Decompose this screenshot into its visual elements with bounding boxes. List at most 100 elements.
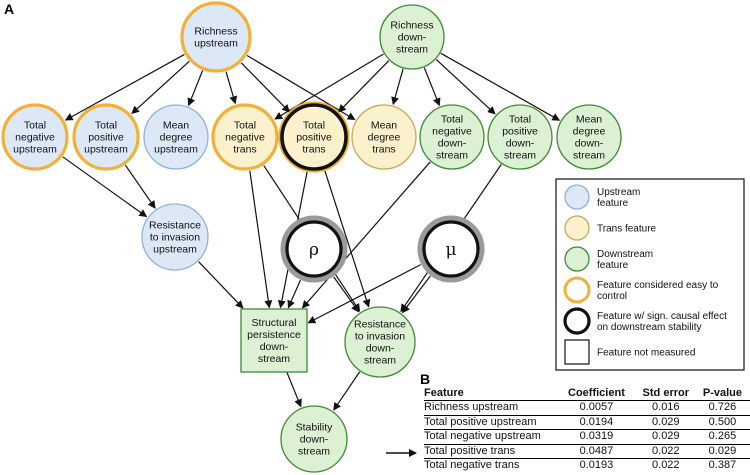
legend-label-line: control (597, 291, 627, 302)
node-label-line: upstream (13, 144, 57, 156)
legend-swatch (564, 339, 590, 365)
node-shape (240, 308, 308, 373)
legend-swatch (564, 246, 590, 272)
node-label-line: stream (573, 150, 605, 162)
node-label-line: negative (432, 126, 472, 138)
legend-label-line: Downstream (597, 249, 653, 260)
node-shape (379, 4, 445, 70)
edge-resist-down-to-stability-down (333, 371, 361, 411)
edge-total-neg-down-to-struct-persist (301, 161, 431, 309)
node-shape (180, 1, 252, 73)
nodes: RichnessupstreamRichnessdown-streamTotal… (1, 1, 622, 473)
node-label-line: stream (396, 44, 428, 56)
edge-richness-down-to-total-pos-down (435, 59, 496, 115)
edge-total-neg-trans-to-struct-persist (249, 170, 273, 309)
node-label-line: Total (234, 120, 256, 132)
node-label-line: down- (300, 434, 329, 446)
cell-coefficient: 0.0193 (579, 459, 614, 471)
node-label-line: stream (298, 446, 330, 458)
cell-std-error: 0.029 (636, 415, 701, 430)
table-row: Richness upstream 0.0057 0.016 0.726 (424, 400, 750, 416)
node-label-line: stream (364, 355, 396, 367)
legend-trans: Trans feature (564, 215, 657, 241)
node-label-line: Mean (371, 120, 397, 132)
node-label-line: Total (24, 120, 46, 132)
edge-richness-down-to-mean-deg-trans (391, 68, 404, 106)
cell-feature: Richness upstream (424, 400, 563, 416)
edge-mu-to-resist-down (401, 275, 431, 314)
cell-feature: Total negative trans (424, 459, 520, 471)
causal-ring (422, 220, 480, 278)
node-shape (141, 203, 209, 271)
edge-resist-up-to-struct-persist (198, 261, 244, 309)
cell-p-value: 0.387 (708, 459, 737, 471)
cell-coefficient: 0.0487 (562, 444, 637, 459)
legend-box (555, 178, 745, 371)
node-label-line: Total (509, 114, 531, 126)
node-label-line: stream (258, 353, 290, 365)
node-shape (280, 215, 348, 283)
cell-std-error: 0.016 (636, 400, 701, 416)
node-label-line: upstream (154, 144, 198, 156)
edge-richness-up-to-total-pos-trans (240, 62, 290, 113)
node-shape (556, 104, 622, 170)
legend-swatch (563, 307, 591, 335)
node-label-line: Richness (194, 26, 237, 38)
table-row: Total negative trans 0.0193 0.022 0.387 (424, 459, 750, 473)
cell-std-error: 0.022 (636, 444, 701, 459)
header-p-value: P-value (700, 386, 750, 401)
node-label-line: negative (15, 132, 55, 144)
cell-coefficient: 0.0194 (562, 415, 637, 430)
edge-struct-persist-to-stability-down (286, 372, 302, 408)
node-label-line: positive (296, 132, 332, 144)
node-label-line: stream (436, 150, 468, 162)
cell-feature: Total negative upstream (424, 429, 563, 445)
legend-not-measured: Feature not measured (564, 339, 695, 365)
regression-table: Feature Coefficient Std error P-value Ri… (424, 386, 750, 473)
edge-richness-up-to-mean-deg-trans (246, 54, 356, 121)
node-label-line: to invasion (355, 331, 405, 343)
legend-swatch (564, 184, 590, 210)
node-shape (351, 104, 417, 170)
legend-label-line: feature (597, 198, 629, 209)
edge-mu-to-struct-persist (307, 264, 422, 324)
node-label-line: degree (368, 132, 401, 144)
table-row: Total positive upstream 0.0194 0.029 0.5… (424, 415, 750, 430)
node-label-line: negative (225, 132, 265, 144)
node-label-line: down- (366, 343, 395, 355)
node-label-line: down- (575, 138, 604, 150)
node-shape (143, 104, 209, 170)
node-label-line: Richness (390, 20, 433, 32)
node-label-line: Total (303, 120, 325, 132)
node-label-line: Total (95, 120, 117, 132)
cell-p-value: 0.265 (700, 429, 750, 445)
node-label-line: upstream (84, 144, 128, 156)
legend-label-line: Trans feature (597, 224, 657, 235)
cell-feature: Total positive trans (424, 444, 563, 459)
edge-rho-to-resist-down (333, 276, 360, 313)
node-label-line: positive (88, 132, 124, 144)
node-label-line: Mean (576, 114, 602, 126)
legend-label-line: Feature w/ sign. causal effect (597, 311, 727, 322)
table-header-row: Feature Coefficient Std error P-value (424, 386, 750, 401)
edge-richness-up-to-total-neg-trans (225, 71, 238, 105)
node-label-line: Structural (252, 317, 297, 329)
node-label-line: Total (441, 114, 463, 126)
panel-b-label: B (420, 371, 430, 387)
node-shape (417, 215, 485, 283)
node-label-line: down- (438, 138, 467, 150)
legend-label-line: Feature not measured (597, 348, 695, 359)
causal-ring (285, 220, 343, 278)
node-label-line: Resistance (149, 220, 201, 232)
edge-total-pos-up-to-resist-up (124, 164, 156, 209)
node-label-line: μ (445, 240, 456, 260)
